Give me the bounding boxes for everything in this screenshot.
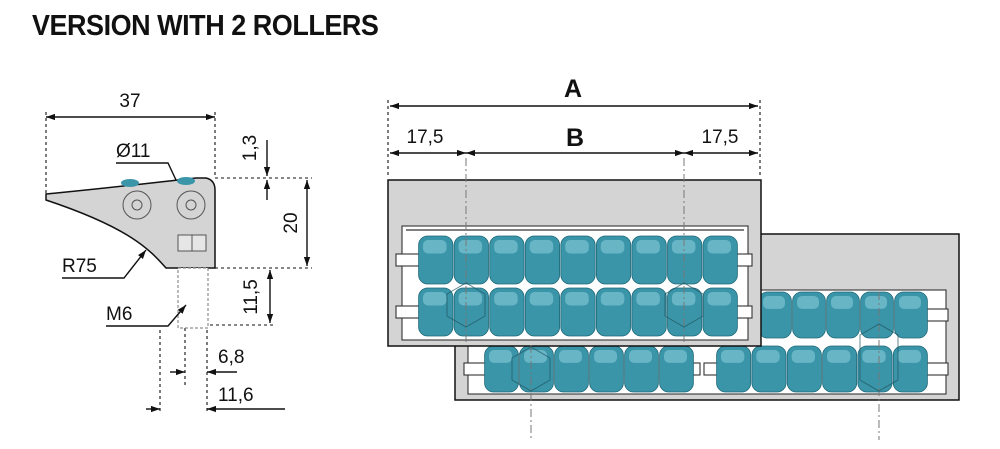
roller-top	[177, 177, 195, 185]
dim-A-label: A	[564, 75, 582, 103]
hex-bolt	[859, 323, 899, 392]
roller-end	[176, 190, 206, 220]
dim-right-margin-label: 17,5	[702, 127, 739, 148]
hex-bolt	[446, 282, 486, 328]
dim-B-label: B	[566, 124, 584, 152]
dim-37-label: 37	[119, 91, 140, 112]
roller-highlight	[899, 296, 921, 309]
dim-diameter-label: Ø11	[116, 141, 151, 162]
dim-thread-label: M6	[106, 304, 132, 325]
leader-diameter	[116, 162, 177, 181]
roller-highlight	[458, 240, 483, 254]
roller-highlight	[756, 350, 780, 363]
roller-highlight	[529, 292, 554, 306]
bracket-body	[45, 177, 216, 269]
roller-highlight	[529, 240, 554, 254]
roller-highlight	[636, 240, 660, 254]
roller-highlight	[865, 296, 887, 309]
roller-highlight	[423, 292, 447, 306]
roller-highlight	[791, 350, 815, 363]
roller-axle	[185, 199, 197, 211]
roller-highlight	[458, 292, 483, 306]
dim-left-margin-label: 17,5	[407, 127, 444, 148]
dim-20-label: 20	[281, 212, 302, 233]
roller-highlight	[594, 350, 617, 363]
roller-highlight	[897, 350, 921, 363]
dim-6-8-label: 6,8	[218, 347, 244, 368]
leader-thread	[106, 304, 187, 327]
roller-top	[121, 179, 139, 187]
roller-highlight	[671, 240, 696, 254]
roller-highlight	[763, 296, 785, 309]
roller-highlight	[559, 350, 582, 363]
back-rollers	[463, 291, 949, 393]
hex-bolt	[511, 346, 551, 392]
side-view: 37 1,3 Ø11 20 R75 11,5 M6 6,8 11,6	[45, 91, 312, 413]
roller-highlight	[494, 240, 518, 254]
roller-highlight	[797, 296, 819, 309]
dim-1-3-label: 1,3	[240, 135, 261, 161]
roller-highlight	[636, 292, 660, 306]
roller-highlight	[423, 240, 447, 254]
axle-stub	[395, 253, 423, 267]
roller-highlight	[707, 240, 731, 254]
hex-bolt	[664, 282, 704, 328]
roller-highlight	[494, 292, 518, 306]
screw	[177, 267, 209, 329]
roller-highlight	[524, 350, 547, 363]
dim-radius-label: R75	[62, 256, 97, 277]
leader-radius	[62, 249, 147, 279]
roller-highlight	[600, 240, 625, 254]
roller-highlight	[831, 296, 853, 309]
roller-highlight	[827, 350, 851, 363]
roller-highlight	[489, 350, 512, 363]
roller-highlight	[707, 292, 731, 306]
roller-axle	[131, 199, 143, 211]
dim-11-6-label: 11,6	[218, 385, 254, 406]
diagram-title: VERSION WITH 2 ROLLERS	[32, 10, 379, 42]
dim-11-5-label: 11,5	[241, 279, 262, 315]
roller-highlight	[565, 292, 589, 306]
front-view: A 17,5 B 17,5	[387, 75, 960, 440]
front-rollers	[395, 229, 753, 337]
roller-highlight	[862, 350, 886, 363]
roller-highlight	[664, 350, 687, 363]
roller-highlight	[600, 292, 625, 306]
roller-end	[122, 190, 152, 220]
roller-highlight	[565, 240, 589, 254]
roller-highlight	[629, 350, 652, 363]
axle-stub	[395, 305, 423, 319]
roller-highlight	[721, 350, 745, 363]
